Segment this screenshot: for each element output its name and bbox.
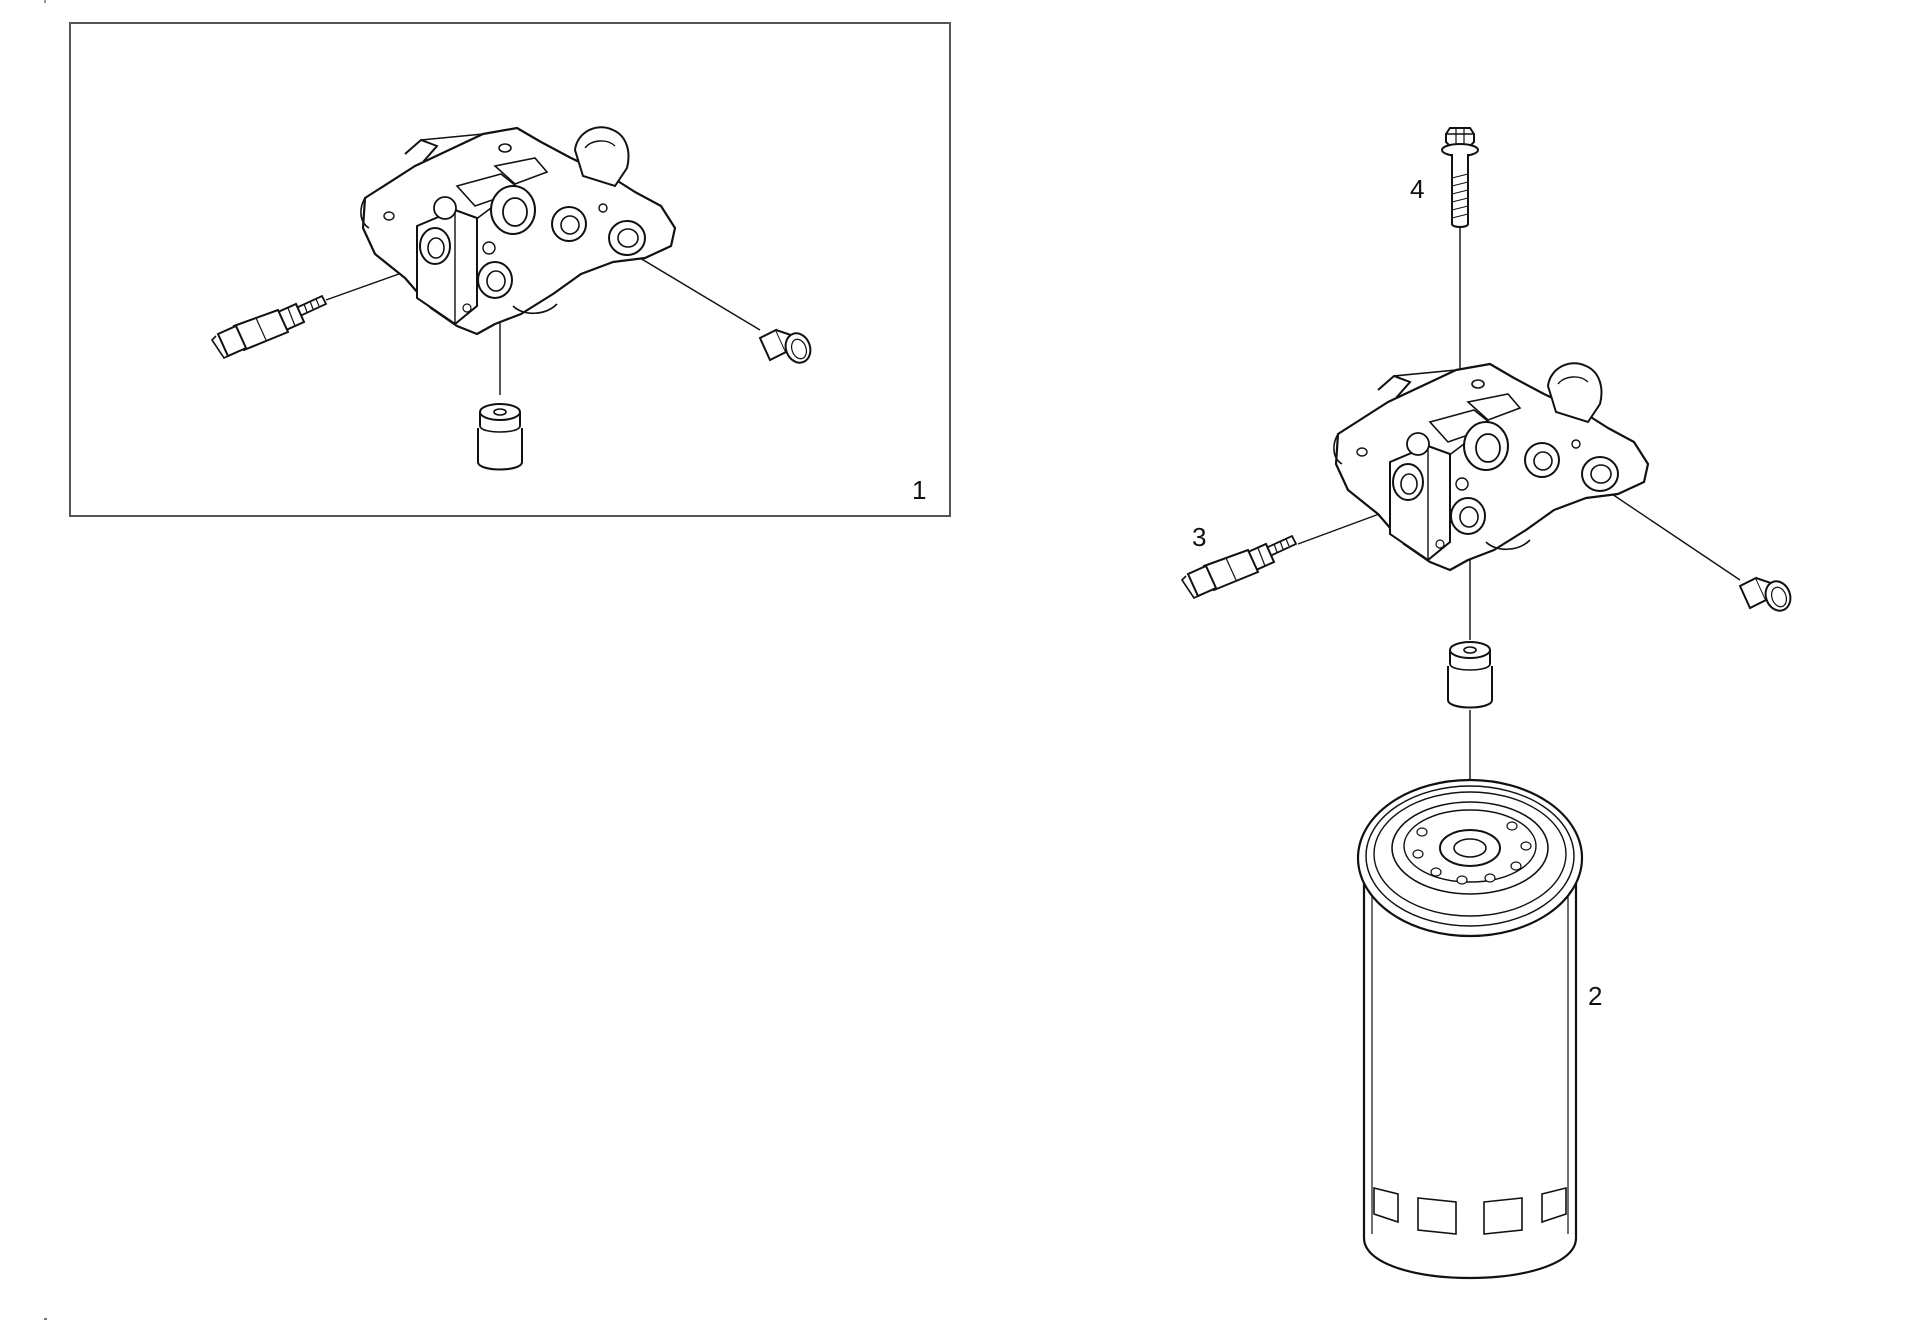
plug-icon: [759, 328, 816, 368]
callout-4: 4: [1410, 174, 1424, 204]
filter-head-icon: [1332, 362, 1650, 572]
inset-assembly: [211, 126, 816, 471]
callout-2: 2: [1588, 981, 1602, 1011]
corner-mark: [44, 0, 46, 3]
threaded-nipple-icon: [1447, 641, 1493, 709]
callout-3: 3: [1192, 522, 1206, 552]
inset-frame: [69, 22, 951, 517]
callout-1: 1: [912, 475, 926, 505]
threaded-nipple-icon: [477, 403, 523, 471]
leader-line: [1599, 485, 1741, 581]
leader-line: [325, 269, 411, 301]
main-exploded-view: [1181, 128, 1796, 1278]
filter-head-assembly-icon: [359, 126, 677, 336]
leader-line: [1297, 509, 1391, 545]
sensor-icon: [211, 295, 327, 359]
bolt-icon: [1442, 128, 1478, 227]
leader-line: [619, 245, 761, 331]
plug-icon: [1739, 576, 1796, 616]
corner-mark: [44, 1318, 47, 1320]
oil-filter-cartridge-icon: [1358, 780, 1582, 1278]
